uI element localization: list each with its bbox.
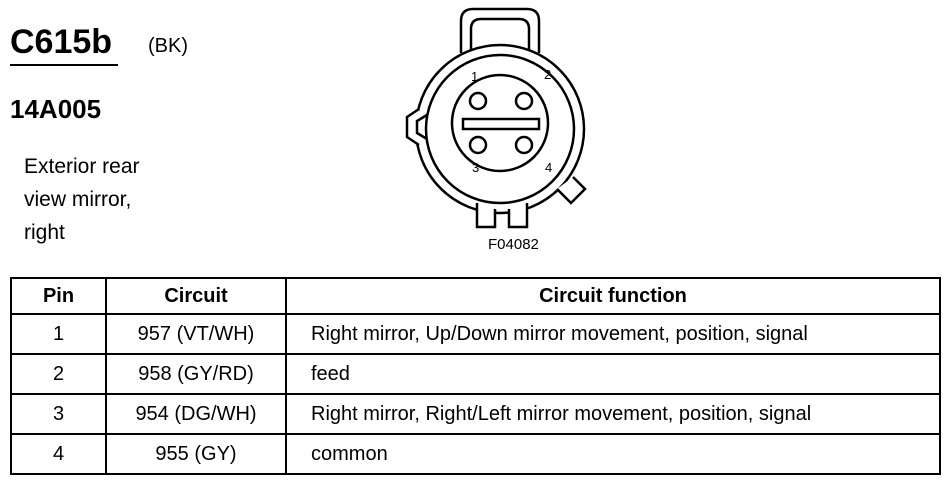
table-row: 2 958 (GY/RD) feed [10, 353, 941, 395]
description-line: view mirror, [24, 188, 132, 211]
connector-id-underline [10, 64, 118, 66]
function-cell: feed [285, 353, 941, 395]
pinout-table: Pin Circuit Circuit function 1 957 (VT/W… [10, 277, 941, 475]
description-line: right [24, 221, 65, 244]
connector-description: Exterior rear view mirror, right [24, 150, 194, 249]
connector-color: (BK) [148, 35, 188, 57]
header-pin: Pin [10, 277, 107, 315]
function-cell: Right mirror, Up/Down mirror movement, p… [285, 313, 941, 355]
pin-label-1: 1 [471, 69, 478, 84]
pin-cell: 1 [10, 313, 107, 355]
table-header-row: Pin Circuit Circuit function [10, 277, 941, 315]
left-key [405, 107, 420, 147]
center-blade [461, 117, 541, 131]
table-row: 4 955 (GY) common [10, 433, 941, 475]
description-line: Exterior rear [24, 155, 140, 178]
connector-id: C615b [10, 23, 113, 61]
function-cell: Right mirror, Right/Left mirror movement… [285, 393, 941, 435]
right-key [556, 176, 587, 205]
pin-cell: 2 [10, 353, 107, 395]
figure-label: F04082 [488, 236, 539, 253]
latch-tab-inner [469, 17, 531, 59]
pin-label-2: 2 [544, 67, 551, 82]
pin-cavity [450, 73, 550, 173]
connector-face-diagram: 1 2 3 4 [405, 7, 587, 229]
bottom-leg-left [475, 203, 497, 229]
pin-label-4: 4 [545, 160, 552, 175]
bottom-leg-right [507, 203, 529, 229]
pin-cell: 4 [10, 433, 107, 475]
function-cell: common [285, 433, 941, 475]
header-circuit-function: Circuit function [285, 277, 941, 315]
pin-4 [514, 135, 534, 155]
part-number: 14A005 [10, 94, 102, 124]
latch-tab-outer [459, 7, 541, 53]
pin-2 [514, 91, 534, 111]
header-circuit: Circuit [105, 277, 287, 315]
pin-1 [468, 91, 488, 111]
pin-cell: 3 [10, 393, 107, 435]
table-row: 1 957 (VT/WH) Right mirror, Up/Down mirr… [10, 313, 941, 355]
circuit-cell: 955 (GY) [105, 433, 287, 475]
circuit-cell: 957 (VT/WH) [105, 313, 287, 355]
circuit-cell: 958 (GY/RD) [105, 353, 287, 395]
pin-3 [468, 135, 488, 155]
circuit-cell: 954 (DG/WH) [105, 393, 287, 435]
table-row: 3 954 (DG/WH) Right mirror, Right/Left m… [10, 393, 941, 435]
pin-label-3: 3 [472, 160, 479, 175]
